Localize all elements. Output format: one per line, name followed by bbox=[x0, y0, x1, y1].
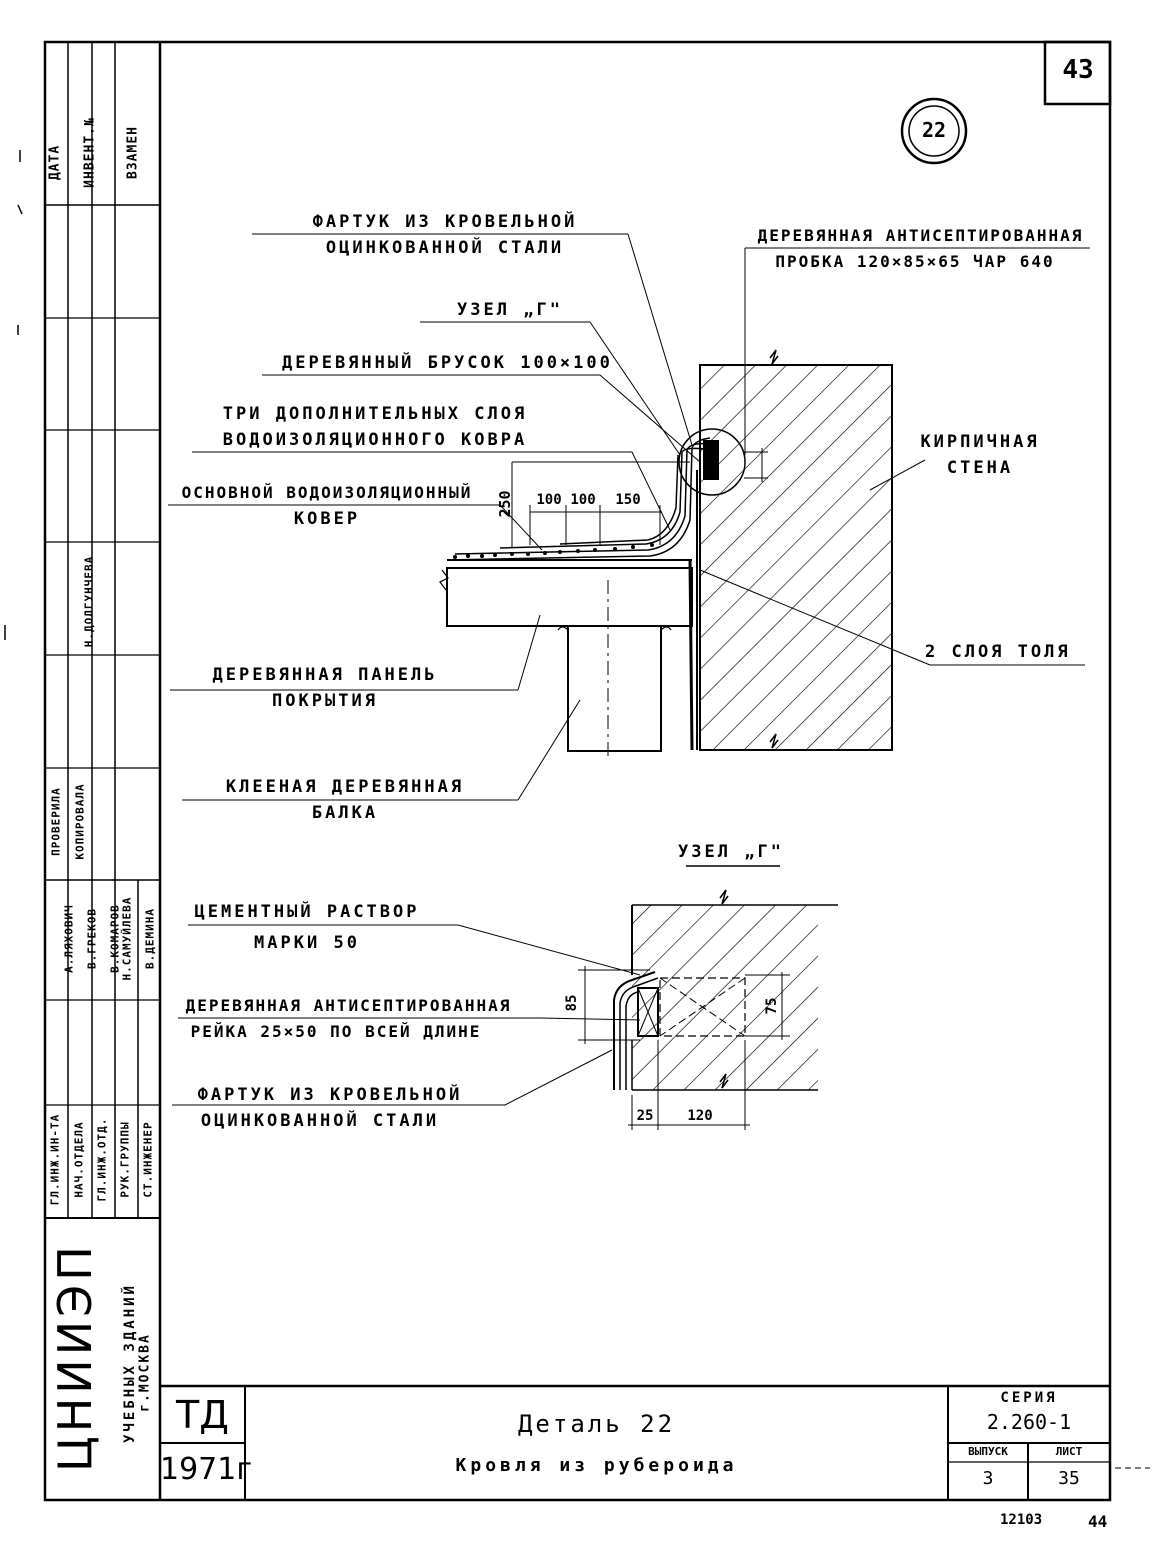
detail-wall bbox=[632, 905, 818, 1090]
stamp-name-4: Н.САМУЙЛЕВА bbox=[120, 896, 134, 981]
footer-code: 12103 bbox=[1000, 1512, 1043, 1528]
series-label: СЕРИЯ bbox=[1000, 1390, 1058, 1406]
label-apron-top-1: ФАРТУК ИЗ КРОВЕЛЬНОЙ bbox=[312, 212, 578, 232]
stamp-role-1: ГЛ.ИНЖ.ИН-ТА bbox=[48, 1113, 62, 1206]
label-apron-bottom-1: ФАРТУК ИЗ КРОВЕЛЬНОЙ bbox=[197, 1085, 463, 1105]
stamp-copied: КОПИРОВАЛА bbox=[73, 783, 87, 860]
label-tol-layers: 2 СЛОЯ ТОЛЯ bbox=[925, 642, 1071, 662]
label-panel-2: ПОКРЫТИЯ bbox=[272, 691, 378, 711]
label-mortar-1: ЦЕМЕНТНЫЙ РАСТВОР bbox=[194, 902, 420, 922]
stamp-name-1: А.ЛЯХОВИЧ bbox=[62, 904, 76, 973]
label-base-carpet-1: ОСНОВНОЙ ВОДОИЗОЛЯЦИОННЫЙ bbox=[181, 483, 473, 502]
dim-250: 250 bbox=[496, 490, 514, 518]
label-base-carpet-2: КОВЕР bbox=[293, 509, 361, 529]
dim-75: 75 bbox=[764, 997, 780, 1015]
label-apron-bottom-2: ОЦИНКОВАННОЙ СТАЛИ bbox=[200, 1111, 440, 1131]
label-extra-layers-1: ТРИ ДОПОЛНИТЕЛЬНЫХ СЛОЯ bbox=[222, 404, 528, 424]
stamp-inv: ИНВЕНТ.№ bbox=[82, 117, 98, 188]
label-bar: ДЕРЕВЯННЫЙ БРУСОК 100×100 bbox=[282, 353, 613, 373]
stamp-checked: ПРОВЕРИЛА bbox=[49, 787, 63, 856]
dim-25: 25 bbox=[636, 1108, 654, 1124]
stamp-name-2: В.ГРЕКОВ bbox=[85, 908, 99, 969]
stamp-role-4: РУК.ГРУППЫ bbox=[118, 1121, 132, 1198]
drawing-subtitle: Кровля из рубероида bbox=[455, 1455, 738, 1476]
series-value: 2.260-1 bbox=[986, 1410, 1072, 1434]
issue-value: 3 bbox=[982, 1468, 994, 1489]
label-apron-top-2: ОЦИНКОВАННОЙ СТАЛИ bbox=[325, 238, 565, 258]
label-node-g: УЗЕЛ „Г" bbox=[457, 300, 563, 320]
label-extra-layers-2: ВОДОИЗОЛЯЦИОННОГО КОВРА bbox=[222, 430, 528, 450]
sheet-frame bbox=[43, 40, 1112, 1502]
stamp-role-2: НАЧ.ОТДЕЛА bbox=[72, 1121, 86, 1198]
org-name: ЦНИИЭП bbox=[48, 1242, 102, 1472]
dim-100b: 100 bbox=[570, 492, 596, 508]
sheet-number: 43 bbox=[1062, 55, 1094, 85]
label-brick-wall-2: СТЕНА bbox=[946, 458, 1014, 478]
label-beam-2: БАЛКА bbox=[311, 803, 379, 823]
footer-page: 44 bbox=[1088, 1512, 1108, 1531]
stamp-date: ДАТА bbox=[47, 144, 63, 181]
stage-code: ТД bbox=[176, 1393, 229, 1437]
detail-number: 22 bbox=[921, 118, 947, 142]
label-plug-2: ПРОБКА 120×85×65 ЧАР 640 bbox=[775, 252, 1055, 271]
stamp-name-5: В.ДЕМИНА bbox=[143, 908, 157, 969]
year: 1971г bbox=[160, 1452, 253, 1487]
label-beam-1: КЛЕЕНАЯ ДЕРЕВЯННАЯ bbox=[225, 777, 465, 797]
stamp-role-3: ГЛ.ИНЖ.ОТД. bbox=[95, 1117, 109, 1202]
stamp-role-5: СТ.ИНЖЕНЕР bbox=[141, 1121, 155, 1198]
label-rail-2: РЕЙКА 25×50 ПО ВСЕЙ ДЛИНЕ bbox=[190, 1022, 482, 1041]
org-city: г.МОСКВА bbox=[137, 1333, 153, 1412]
label-plug-1: ДЕРЕВЯННАЯ АНТИСЕПТИРОВАННАЯ bbox=[757, 226, 1084, 245]
label-panel-1: ДЕРЕВЯННАЯ ПАНЕЛЬ bbox=[212, 665, 438, 685]
issue-label: ВЫПУСК bbox=[968, 1445, 1008, 1458]
roof-panel bbox=[446, 567, 693, 627]
dim-85: 85 bbox=[564, 994, 580, 1012]
sheet-value: 35 bbox=[1058, 1468, 1080, 1489]
glued-beam bbox=[567, 625, 662, 752]
dim-150: 150 bbox=[615, 492, 641, 508]
dim-120: 120 bbox=[687, 1108, 713, 1124]
dim-100a: 100 bbox=[536, 492, 562, 508]
drawing-title: Деталь 22 bbox=[517, 1410, 676, 1438]
org-subtitle: УЧЕБНЫХ ЗДАНИЙ bbox=[122, 1283, 138, 1444]
label-brick-wall-1: КИРПИЧНАЯ bbox=[920, 432, 1040, 452]
label-rail-1: ДЕРЕВЯННАЯ АНТИСЕПТИРОВАННАЯ bbox=[185, 996, 512, 1015]
brick-wall bbox=[699, 364, 893, 751]
detail-title: УЗЕЛ „Г" bbox=[678, 842, 784, 862]
stamp-replace: ВЗАМЕН bbox=[125, 126, 141, 179]
sheet-label: ЛИСТ bbox=[1055, 1445, 1083, 1458]
label-mortar-2: МАРКИ 50 bbox=[254, 933, 360, 953]
stamp-checker: Н.ДОЛГУНЧЕВА bbox=[82, 555, 96, 648]
